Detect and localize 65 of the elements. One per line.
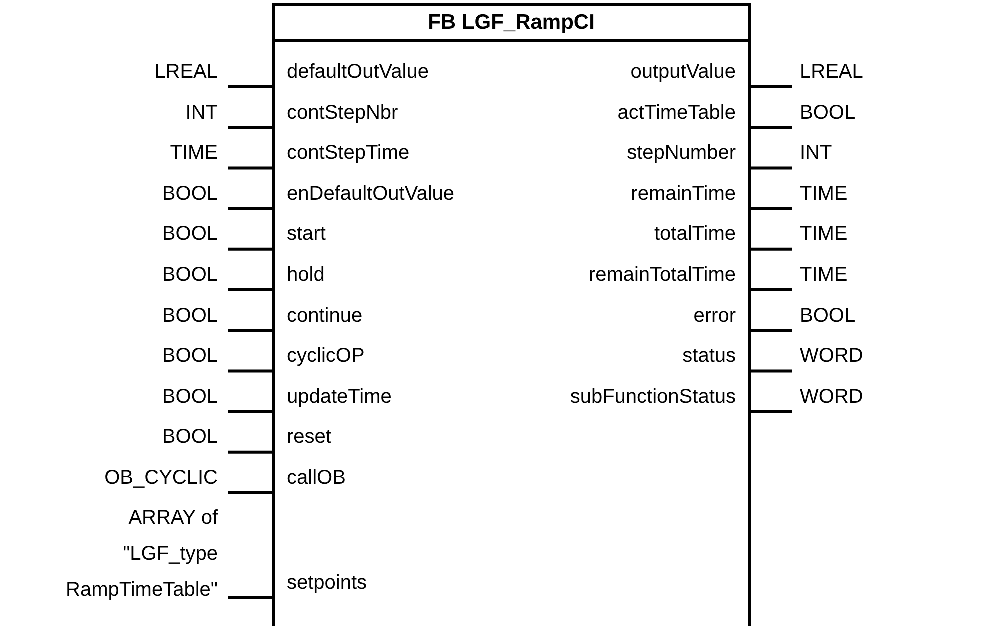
output-parameter: remainTime	[631, 182, 748, 205]
data-type-label: TIME	[170, 142, 218, 164]
data-type-label: LREAL	[800, 61, 864, 83]
input-parameter: updateTime	[275, 386, 392, 408]
output-parameter: outputValue	[630, 61, 748, 83]
pin-line	[228, 492, 273, 494]
data-type-label: BOOL	[162, 304, 218, 327]
input-parameter: contStepTime	[275, 142, 410, 164]
data-type-label: BOOL	[162, 264, 218, 286]
data-type-label: INT	[186, 102, 218, 124]
input-parameter: setpoints	[275, 572, 368, 594]
data-type-label: TIME	[800, 182, 848, 205]
data-type-label: BOOL	[800, 102, 856, 124]
input-parameter: cyclicOP	[275, 345, 365, 368]
data-type-label: BOOL	[162, 386, 218, 408]
pin-line	[750, 410, 792, 414]
input-parameter: callOB	[275, 467, 346, 489]
pin-line	[750, 207, 792, 210]
pin-line	[750, 288, 792, 292]
pin-line	[228, 288, 273, 292]
block-title: FB LGF_RampCI	[275, 6, 748, 42]
input-parameter: defaultOutValue	[275, 61, 429, 83]
data-type-label: WORD	[800, 345, 864, 368]
pin-line	[228, 248, 273, 251]
pin-line	[750, 329, 792, 332]
output-parameter: actTimeTable	[618, 102, 748, 124]
data-type-label: BOOL	[800, 304, 856, 327]
data-type-label: OB_CYCLIC	[104, 467, 218, 489]
pin-line	[750, 166, 792, 170]
output-parameter: stepNumber	[627, 142, 748, 164]
output-parameter: remainTotalTime	[588, 264, 748, 286]
pin-line	[228, 166, 273, 170]
pin-line	[750, 86, 792, 88]
data-type-label: WORD	[800, 386, 864, 408]
pin-line	[228, 370, 273, 373]
data-type-label: BOOL	[162, 223, 218, 246]
pin-line	[228, 450, 273, 454]
data-type-label: ARRAY of "LGF_type RampTimeTable"	[48, 500, 218, 608]
pin-line	[750, 126, 792, 130]
pin-line	[228, 207, 273, 210]
pin-line	[228, 596, 273, 600]
output-parameter: status	[682, 345, 748, 368]
input-parameter: enDefaultOutValue	[275, 182, 455, 205]
pin-line	[228, 126, 273, 130]
data-type-label: LREAL	[154, 61, 218, 83]
data-type-label: BOOL	[162, 426, 218, 448]
pin-line	[228, 410, 273, 414]
data-type-label: TIME	[800, 223, 848, 246]
output-parameter: error	[694, 304, 748, 327]
data-type-label: BOOL	[162, 182, 218, 205]
output-parameter: subFunctionStatus	[570, 386, 748, 408]
output-parameter: totalTime	[654, 223, 748, 246]
input-parameter: contStepNbr	[275, 102, 398, 124]
data-type-label: TIME	[800, 264, 848, 286]
pin-line	[228, 86, 273, 88]
input-parameter: start	[275, 223, 326, 246]
data-type-label: INT	[800, 142, 832, 164]
pin-line	[750, 370, 792, 373]
input-parameter: continue	[275, 304, 363, 327]
pin-line	[228, 329, 273, 332]
input-parameter: reset	[275, 426, 332, 448]
input-parameter: hold	[275, 264, 325, 286]
data-type-label: BOOL	[162, 345, 218, 368]
function-block	[272, 3, 751, 626]
pin-line	[750, 248, 792, 251]
